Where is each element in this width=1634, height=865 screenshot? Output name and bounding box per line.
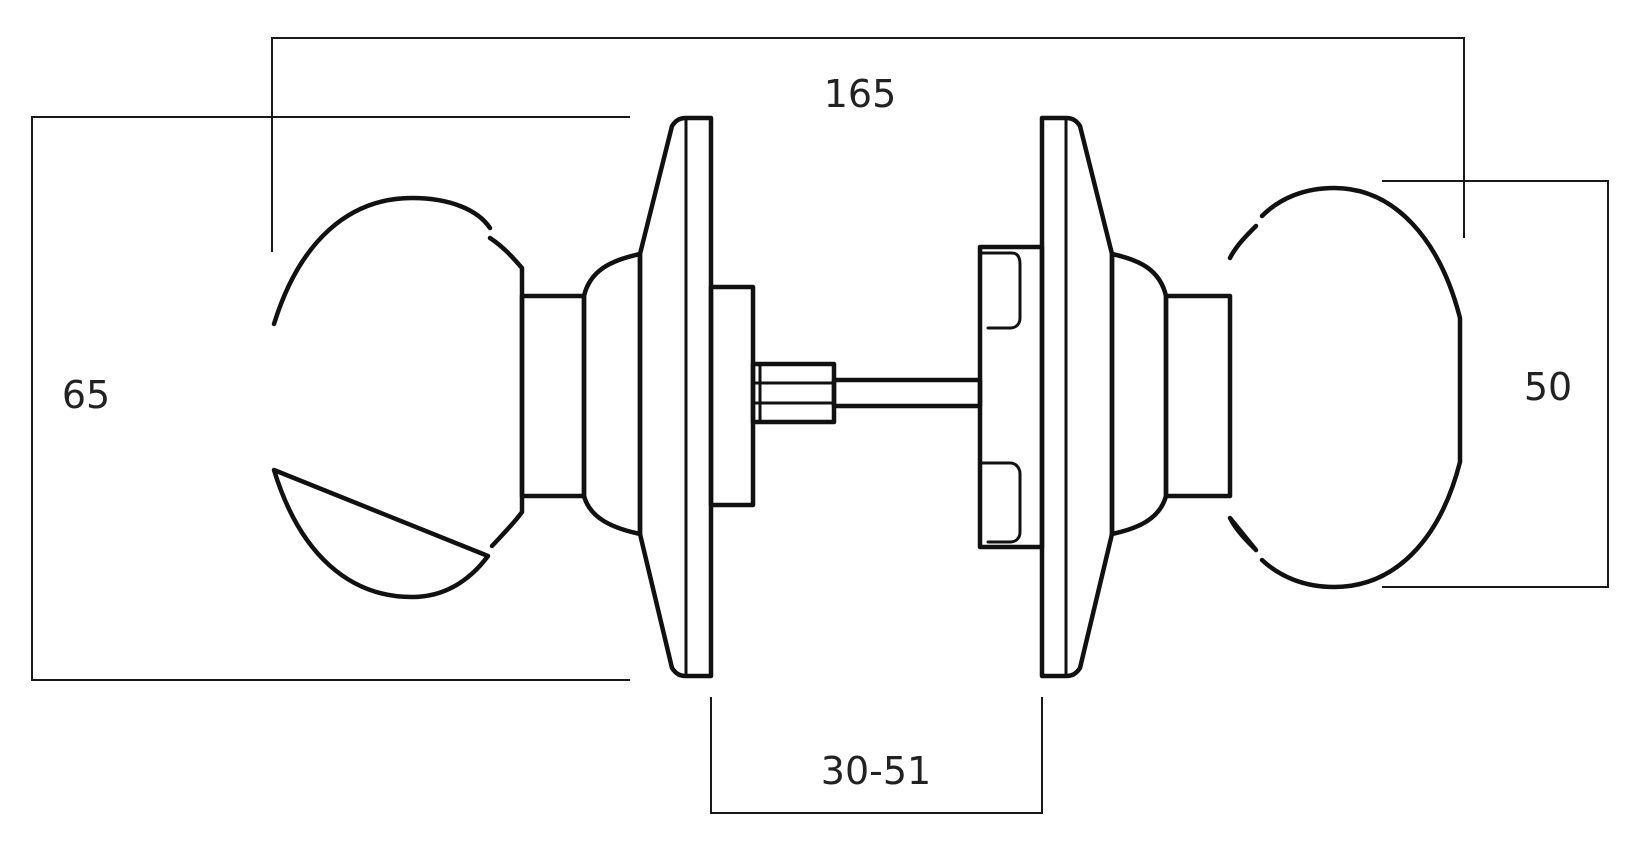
left-knob-neck: [519, 293, 587, 499]
knob-height-label: 50: [1524, 365, 1572, 409]
right-knob-assembly: [977, 115, 1463, 679]
right-knob-neck: [1163, 293, 1233, 499]
door-thickness-bracket: [710, 697, 1043, 814]
overall-length-bracket: [271, 37, 1465, 252]
left-knob-collar: [581, 251, 643, 537]
left-knob-ball: [271, 195, 525, 600]
right-receiver-clip-bottom: [978, 461, 1022, 544]
door-thickness-label: 30-51: [821, 749, 931, 793]
left-spindle-housing: [708, 284, 756, 508]
right-knob-collar: [1109, 251, 1169, 537]
right-knob-ball: [1227, 185, 1463, 590]
dimension-door-thickness: 30-51: [710, 697, 1043, 814]
right-spindle-receiver: [977, 244, 1045, 550]
dimension-overall-length: 165: [271, 37, 1465, 252]
dimension-rose-height: 65: [31, 116, 630, 681]
spindle-sleeve: [750, 361, 837, 425]
overall-length-label: 165: [824, 72, 897, 116]
spindle-bar: [831, 377, 983, 409]
spindle-rod: [831, 377, 983, 409]
knob-height-bracket: [1382, 180, 1609, 588]
right-receiver-clip-top: [978, 251, 1022, 330]
right-rose-plate: [1039, 115, 1115, 679]
dimension-knob-height: 50: [1382, 180, 1609, 588]
left-knob-assembly: [271, 115, 837, 679]
left-rose-plate: [637, 115, 714, 679]
rose-height-label: 65: [62, 373, 110, 417]
rose-height-bracket: [31, 116, 630, 681]
